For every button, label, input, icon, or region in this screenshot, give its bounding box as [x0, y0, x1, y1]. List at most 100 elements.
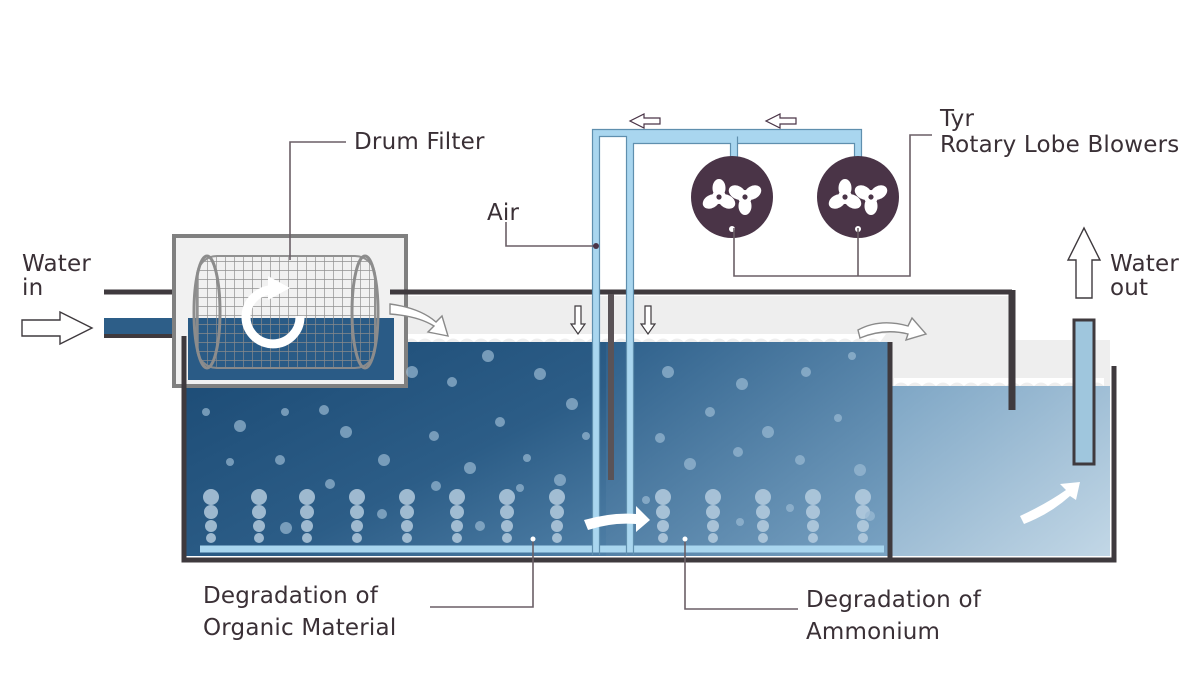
bubble	[786, 504, 794, 512]
bubble	[552, 533, 562, 543]
bubble	[642, 496, 650, 504]
bubble	[523, 454, 531, 462]
label-organic-degradation: Degradation of Organic Material	[203, 583, 397, 641]
bubble	[756, 505, 770, 519]
bubble	[350, 505, 364, 519]
bubble	[378, 454, 390, 466]
lobe-rotor-icon	[854, 185, 888, 215]
bubble	[733, 447, 743, 457]
bubble	[406, 366, 418, 378]
label-air: Air	[487, 200, 520, 226]
bubble	[205, 520, 217, 532]
bubble	[758, 533, 768, 543]
air-flow-arrow-icon	[764, 113, 797, 129]
bubble	[656, 505, 670, 519]
bubble	[801, 367, 811, 377]
down-arrow-icon	[639, 305, 657, 336]
bubble	[857, 520, 869, 532]
bubble	[482, 350, 494, 362]
bubble	[452, 533, 462, 543]
bubble	[431, 481, 441, 491]
bubble	[447, 377, 457, 387]
bubble	[319, 405, 329, 415]
bubble	[582, 432, 590, 440]
bubble	[351, 520, 363, 532]
bubble	[301, 520, 313, 532]
label-blowers: Tyr Rotary Lobe Blowers	[940, 106, 1180, 158]
bubble	[834, 414, 842, 422]
bubble	[234, 420, 246, 432]
bubble	[549, 489, 565, 505]
ammonium-degradation-water	[606, 342, 890, 556]
bubble	[858, 533, 868, 543]
label-ammonium-degradation: Degradation of Ammonium	[806, 587, 982, 645]
flow-arrow-icon	[389, 303, 450, 337]
flow-arrow-icon	[857, 316, 928, 342]
bubble	[554, 474, 566, 486]
bubble	[204, 505, 218, 519]
bubble	[281, 408, 289, 416]
bubble	[658, 533, 668, 543]
bubble	[377, 509, 387, 519]
blower-casing	[691, 156, 773, 238]
bubble	[449, 489, 465, 505]
bubble	[707, 520, 719, 532]
bubble	[705, 407, 715, 417]
air-pipe-network	[200, 129, 884, 553]
lobe-rotor-icon	[728, 185, 762, 215]
label-drum-filter: Drum Filter	[354, 129, 485, 155]
outlet-pipe	[1072, 318, 1096, 466]
air-flow-arrow-icon	[628, 113, 661, 129]
bubble	[254, 533, 264, 543]
bubble	[501, 520, 513, 532]
bubble	[655, 433, 665, 443]
bubble	[662, 366, 674, 378]
bubble	[203, 489, 219, 505]
leader-lines	[289, 134, 932, 610]
bubble	[401, 520, 413, 532]
label-water-in: Water in	[22, 251, 91, 301]
blower-casing	[817, 156, 899, 238]
bubble	[464, 462, 476, 474]
bubble	[302, 533, 312, 543]
water-surface-wave	[390, 334, 886, 342]
rotary-lobe-blower-1	[691, 156, 773, 238]
bubble	[534, 368, 546, 380]
bubble	[684, 458, 696, 470]
bubble	[340, 426, 352, 438]
bubble	[855, 489, 871, 505]
bubble	[352, 533, 362, 543]
bubble	[325, 479, 335, 489]
lobe-rotor-icon	[828, 179, 862, 209]
bubble	[762, 426, 774, 438]
bubble	[755, 489, 771, 505]
bubble	[795, 455, 805, 465]
main-tank-wall	[181, 336, 1117, 563]
flow-arrow-icon	[1020, 482, 1080, 524]
drum-filter	[192, 254, 380, 370]
bubble	[202, 408, 210, 416]
bubble	[550, 505, 564, 519]
bubble	[516, 484, 524, 492]
bubble	[500, 505, 514, 519]
air-bubbles	[202, 350, 875, 543]
bubble	[736, 378, 748, 390]
bubble	[252, 505, 266, 519]
bubble	[206, 533, 216, 543]
bubble	[848, 352, 856, 360]
bubble	[757, 520, 769, 532]
bubble	[655, 489, 671, 505]
bubble	[495, 417, 505, 427]
bubble	[251, 489, 267, 505]
bubble	[429, 431, 439, 441]
bubble	[253, 520, 265, 532]
bubble	[736, 518, 744, 526]
down-arrow-icon	[569, 305, 587, 336]
bubble	[349, 489, 365, 505]
bubble	[226, 458, 234, 466]
bubble	[705, 489, 721, 505]
outlet-water-surface-wave	[894, 378, 1104, 386]
bubble	[400, 505, 414, 519]
